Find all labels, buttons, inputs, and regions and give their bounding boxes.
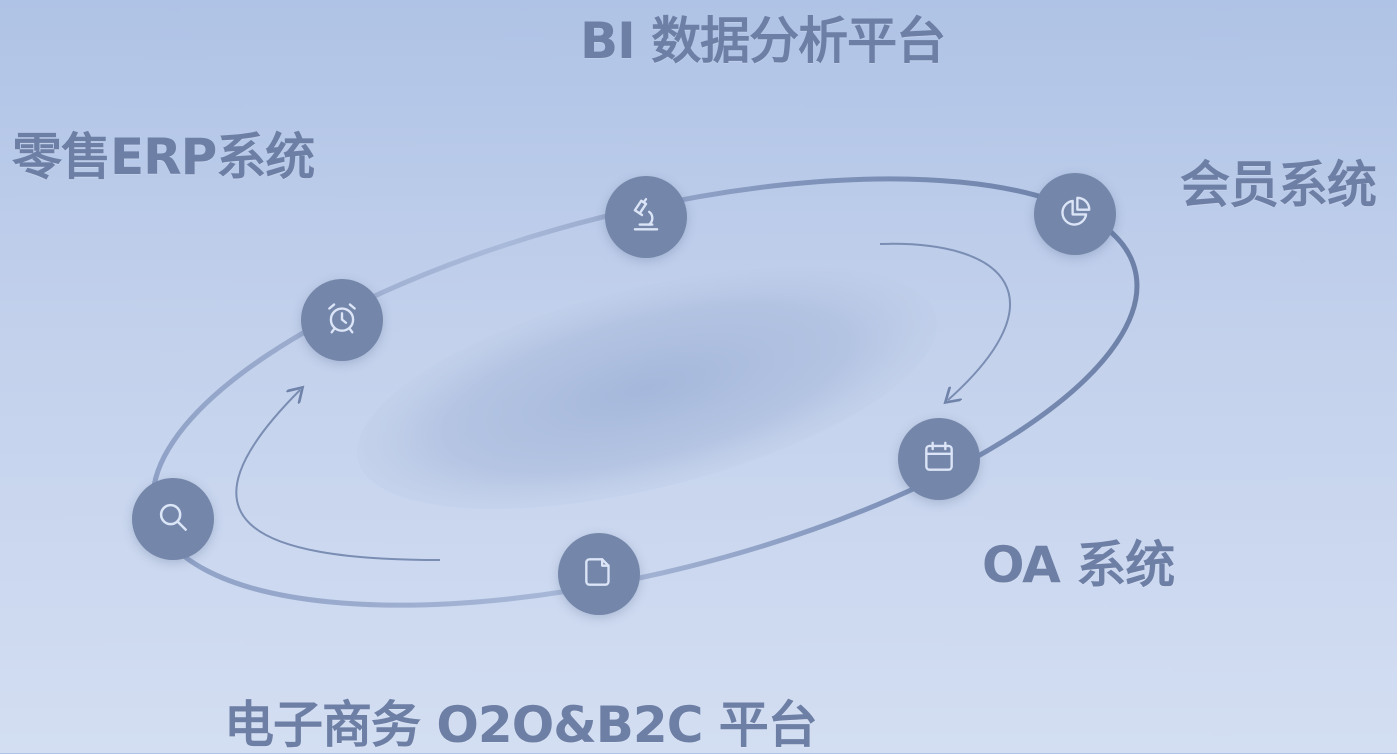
alarm-clock-icon (323, 299, 361, 341)
node-member[interactable] (1034, 173, 1116, 255)
search-icon (154, 498, 192, 540)
node-bi[interactable] (605, 176, 687, 258)
label-ecommerce-platform: 电子商务 O2O&B2C 平台 (224, 696, 818, 754)
pie-chart-icon (1056, 193, 1094, 235)
node-search[interactable] (132, 478, 214, 560)
label-oa-system: OA 系统 (982, 536, 1175, 594)
flow-arrow-left (235, 390, 441, 561)
microscope-icon (627, 196, 665, 238)
node-oa[interactable] (898, 418, 980, 500)
calendar-icon (920, 438, 958, 480)
label-retail-erp: 零售ERP系统 (12, 128, 315, 186)
flow-arrow-right (879, 242, 1011, 400)
document-icon (580, 553, 618, 595)
node-ecommerce[interactable] (558, 533, 640, 615)
label-member-system: 会员系统 (1180, 156, 1377, 214)
label-bi-platform: BI 数据分析平台 (580, 12, 946, 70)
core-ellipse (356, 267, 938, 509)
node-erp[interactable] (301, 279, 383, 361)
